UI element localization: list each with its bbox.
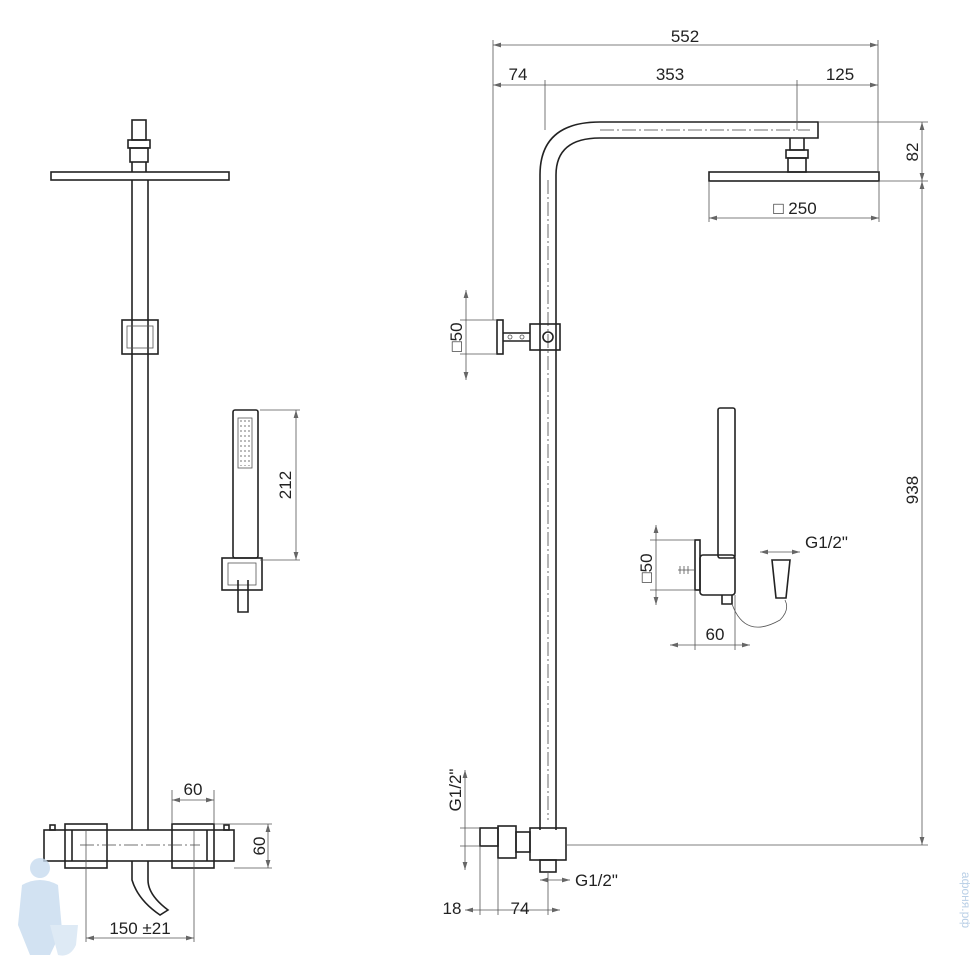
dim-head-height: 82 [903, 143, 922, 162]
dim-handshower-length: 212 [276, 471, 295, 499]
shower-head-front [50, 119, 230, 181]
hand-shower-front [221, 409, 263, 613]
watermark-text: афоня.рф [959, 872, 970, 928]
thermostatic-mixer-front [43, 823, 235, 916]
dim-wall-offset: 74 [509, 65, 528, 84]
thread-inlet: G1/2" [446, 769, 465, 812]
dim-holder-size: □50 [637, 553, 656, 582]
riser-and-arm-side [539, 121, 819, 830]
dim-total-height: 938 [903, 476, 922, 504]
plumber-logo [18, 858, 78, 956]
dim-inlet-depth: 18 [443, 899, 462, 918]
hand-shower-side [678, 407, 791, 628]
dim-inlet-offset: 74 [511, 899, 530, 918]
dim-mixer-height: 60 [250, 837, 269, 856]
wall-inlet-side [479, 825, 567, 873]
riser-pipe-front [121, 180, 159, 830]
dim-head-size: □ 250 [773, 199, 816, 218]
shower-head-side [708, 138, 880, 182]
thread-hose: G1/2" [805, 533, 848, 552]
side-dimensions: 552 74 353 125 82 938 □ 250 □50 □50 60 [443, 27, 928, 918]
thread-outlet: G1/2" [575, 871, 618, 890]
front-dimensions: 212 60 60 150 ±21 [85, 409, 300, 942]
dim-cap-width: 60 [184, 780, 203, 799]
dim-bracket-size: □50 [447, 322, 466, 351]
dim-holder-depth: 60 [706, 625, 725, 644]
dim-inlet-spacing: 150 ±21 [109, 919, 170, 938]
dim-arm-length: 353 [656, 65, 684, 84]
dim-head-offset: 125 [826, 65, 854, 84]
dim-total-width: 552 [671, 27, 699, 46]
side-view: 552 74 353 125 82 938 □ 250 □50 □50 60 [443, 27, 928, 918]
front-view: 212 60 60 150 ±21 [43, 119, 300, 942]
wall-bracket-side [496, 319, 561, 355]
